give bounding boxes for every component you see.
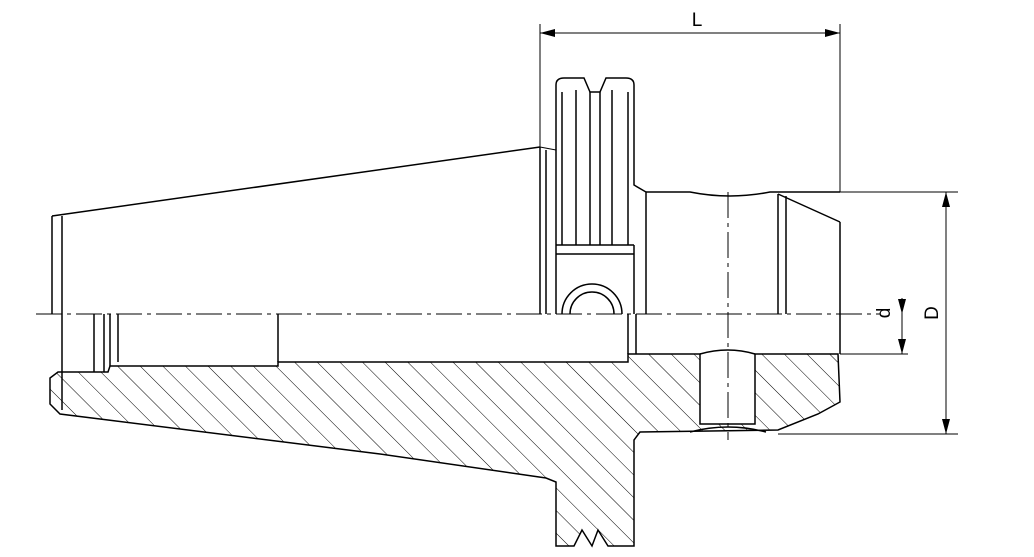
drive-slot bbox=[561, 283, 623, 315]
dimension-outer-diameter bbox=[778, 191, 958, 435]
dimension-label-L: L bbox=[692, 10, 703, 31]
dimension-label-d: d bbox=[874, 308, 895, 319]
inner-bore bbox=[93, 314, 637, 372]
dimension-bore-diameter bbox=[840, 298, 908, 355]
dimension-length bbox=[539, 24, 841, 192]
set-screw-hole bbox=[689, 349, 767, 433]
front-body bbox=[646, 191, 841, 354]
flange bbox=[555, 77, 647, 314]
dimension-label-D: D bbox=[922, 306, 943, 320]
taper-shank bbox=[51, 146, 557, 410]
section-hatch bbox=[49, 353, 841, 548]
